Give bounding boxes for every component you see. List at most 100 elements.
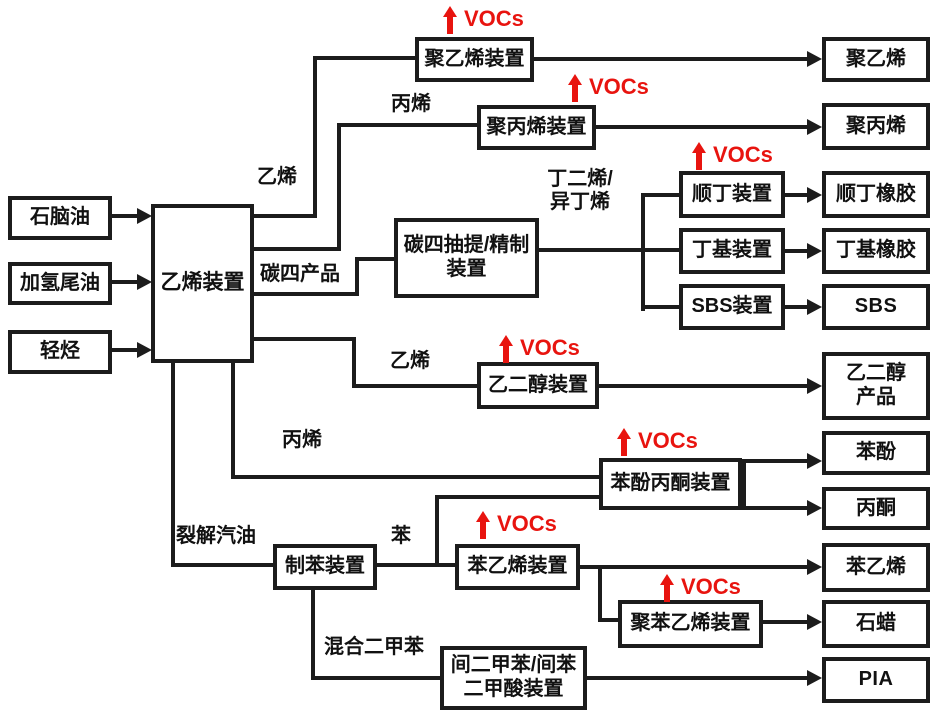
flow-line [742,459,809,463]
arrow-head [807,670,822,686]
flow-line [587,676,809,680]
flow-line [598,565,602,622]
node-phenol-acetone-unit: 苯酚丙酮装置 [599,458,742,510]
flow-line [435,495,439,567]
flow-line [785,249,809,253]
node-product-phenol: 苯酚 [822,431,930,475]
stream-label-ethylene-top: 乙烯 [257,166,297,188]
node-ethylene-plant: 乙烯装置 [151,204,254,363]
node-styrene-unit: 苯乙烯装置 [455,544,580,590]
arrow-head [807,119,822,135]
arrow-head [137,342,152,358]
node-hydrogenated-tail-oil: 加氢尾油 [8,262,112,305]
arrow-head [137,274,152,290]
flow-line [599,384,809,388]
vocs-emission-polystyrene-unit: VOCs [660,574,741,602]
vocs-label: VOCs [497,511,557,536]
vocs-label: VOCs [464,6,524,31]
flow-line [596,125,809,129]
flow-line [337,123,477,127]
stream-label-propylene-mid: 丙烯 [282,429,322,451]
vocs-emission-eg-unit: VOCs [499,335,580,363]
node-polypropylene-unit: 聚丙烯装置 [477,105,596,150]
node-butyl-unit: 丁基装置 [679,228,785,274]
node-benzene-unit: 制苯装置 [273,544,377,590]
flow-line [254,247,341,251]
node-product-cis-rubber: 顺丁橡胶 [822,171,930,218]
flow-line [112,280,138,284]
stream-label-mixed-xylene: 混合二甲苯 [324,636,424,658]
flow-line [311,676,440,680]
flow-line [641,193,645,311]
flow-line [598,618,620,622]
flow-line [641,193,679,197]
arrow-head [807,243,822,259]
node-naphtha: 石脑油 [8,196,112,240]
vocs-up-arrow-icon [568,74,582,102]
flow-line [112,214,138,218]
node-product-sbs: SBS [822,284,930,330]
flow-line [231,363,235,479]
node-polystyrene-unit: 聚苯乙烯装置 [618,600,763,648]
flow-line [377,563,455,567]
stream-label-propylene-top: 丙烯 [391,93,431,115]
flow-line [352,337,356,388]
vocs-up-arrow-icon [692,142,706,170]
flow-line [352,384,477,388]
vocs-up-arrow-icon [660,574,674,602]
node-polyethylene-unit: 聚乙烯装置 [415,37,534,82]
node-product-polyethylene: 聚乙烯 [822,37,930,82]
arrow-head [807,51,822,67]
stream-label-ethylene-mid: 乙烯 [390,350,430,372]
vocs-emission-styrene-unit: VOCs [476,511,557,539]
flow-line [785,305,809,309]
flow-line [742,459,746,510]
stream-label-c4-products: 碳四产品 [260,263,340,285]
vocs-label: VOCs [638,428,698,453]
flow-line [641,305,679,309]
node-product-wax: 石蜡 [822,600,930,648]
node-product-butyl-rubber: 丁基橡胶 [822,228,930,274]
node-product-pia: PIA [822,657,930,703]
arrow-head [807,378,822,394]
arrow-head [807,500,822,516]
vocs-up-arrow-icon [499,335,513,363]
flow-line [539,248,679,252]
node-light-hydrocarbon: 轻烃 [8,330,112,374]
vocs-emission-pe-unit: VOCs [443,6,524,34]
flow-line [785,193,809,197]
vocs-up-arrow-icon [443,6,457,34]
arrow-head [807,614,822,630]
flow-line [313,56,415,60]
arrow-head [807,187,822,203]
vocs-label: VOCs [520,335,580,360]
flow-line [112,348,138,352]
node-sbs-unit: SBS装置 [679,284,785,330]
stream-label-butadiene-isobutene: 丁二烯/ 异丁烯 [547,168,613,213]
flow-line [254,214,317,218]
node-product-polypropylene: 聚丙烯 [822,103,930,150]
flow-line [742,506,809,510]
arrow-head [137,208,152,224]
vocs-emission-phenol-acetone-unit: VOCs [617,428,698,456]
node-ethylene-glycol-unit: 乙二醇装置 [477,362,599,409]
vocs-up-arrow-icon [476,511,490,539]
stream-label-benzene: 苯 [391,525,411,547]
flow-line [355,257,359,296]
node-product-ethylene-glycol: 乙二醇 产品 [822,352,930,420]
flow-line [254,337,356,341]
arrow-head [807,559,822,575]
node-product-acetone: 丙酮 [822,487,930,530]
stream-label-pyrolysis-gasoline: 裂解汽油 [176,525,256,547]
vocs-emission-cis-unit: VOCs [692,142,773,170]
node-c4-extraction-unit: 碳四抽提/精制 装置 [394,218,539,298]
arrow-head [807,453,822,469]
vocs-label: VOCs [589,74,649,99]
flow-line [337,123,341,251]
flow-line [355,257,394,261]
node-product-styrene: 苯乙烯 [822,543,930,592]
flow-line [171,563,273,567]
arrow-head [807,299,822,315]
vocs-label: VOCs [681,574,741,599]
